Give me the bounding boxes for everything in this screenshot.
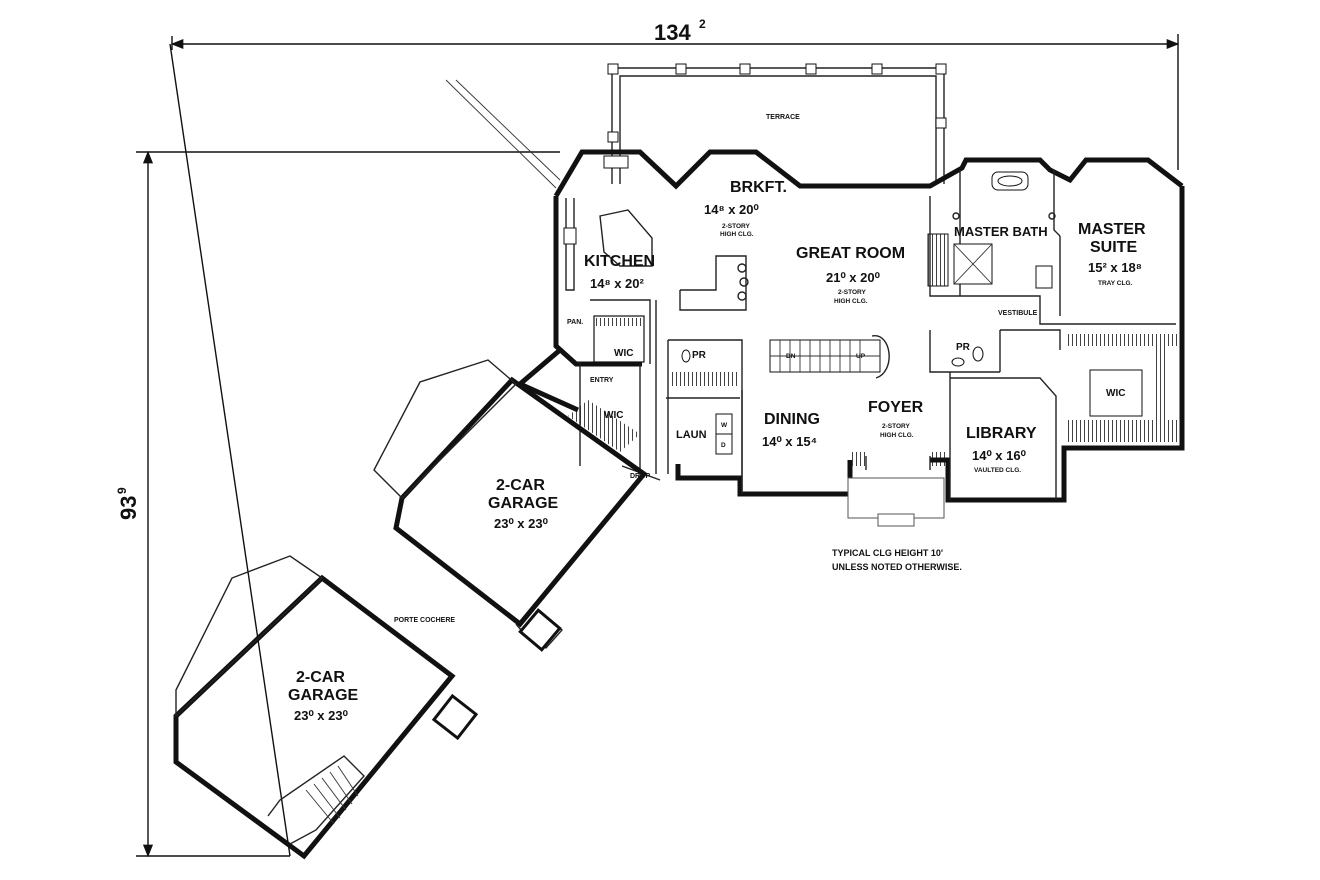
kitchen-size: 14⁸ x 20² [590,276,645,291]
depth-dimension-label: 93 9 [115,487,141,520]
width-dimension-label: 134 2 [654,17,706,45]
garage-1-size: 23⁰ x 23⁰ [494,516,549,531]
master-suite-label-1: MASTER [1078,221,1146,238]
library-label: LIBRARY [966,425,1037,442]
stair-down-label: DN [786,353,796,360]
dining-label: DINING [764,411,820,428]
house-walls [515,149,1185,527]
great-room-size: 21⁰ x 20⁰ [826,270,881,285]
width-dimension-sup: 2 [699,17,706,31]
master-suite-label-2: SUITE [1090,239,1137,256]
kitchen-label: KITCHEN [584,253,655,270]
porte-cochere-label: PORTE COCHERE [394,617,455,624]
wic-master-label: WIC [1106,388,1125,399]
washer-label: W [721,422,728,429]
room-labels: TERRACE BRKFT. 14⁸ x 20⁰ 2-STORY HIGH CL… [288,114,1146,723]
depth-dimension-sup: 9 [115,487,129,494]
laundry-label: LAUN [676,429,707,441]
ceiling-note-line-2: UNLESS NOTED OTHERWISE. [832,562,962,572]
garage-1-outline [373,359,648,652]
master-suite-size: 15² x 18⁸ [1088,260,1142,275]
wic-entry-label: WIC [604,410,623,421]
foyer-note-1: 2-STORY [882,423,910,430]
terrace-label: TERRACE [766,114,800,121]
ceiling-note: TYPICAL CLG HEIGHT 10' UNLESS NOTED OTHE… [832,548,962,572]
garage-2-label-1: 2-CAR [296,669,345,686]
master-suite-note: TRAY CLG. [1098,280,1133,287]
brkft-note-1: 2-STORY [722,223,750,230]
dining-size: 14⁰ x 15⁴ [762,434,817,449]
foyer-label: FOYER [868,399,924,416]
great-room-note-1: 2-STORY [838,289,866,296]
master-bath-label: MASTER BATH [954,224,1048,239]
pantry-label: PAN. [567,319,583,326]
drop-label: DROP [630,473,651,480]
garage-1-label-1: 2-CAR [496,477,545,494]
pr-vestibule-label: PR [956,342,971,353]
wic-kitchen-label: WIC [614,348,633,359]
terrace-outline [607,63,947,184]
library-size: 14⁰ x 16⁰ [972,448,1027,463]
stair-up-label: UP [856,353,866,360]
depth-dimension-value: 93 [116,496,141,520]
brkft-note-2: HIGH CLG. [720,231,754,238]
garage-1-label-2: GARAGE [488,495,559,512]
brkft-size: 14⁸ x 20⁰ [704,202,760,217]
garage-2-outline [173,555,479,860]
great-room-note-2: HIGH CLG. [834,298,868,305]
entry-label: ENTRY [590,377,614,384]
pr-laundry-label: PR [692,350,707,361]
vestibule-label: VESTIBULE [998,310,1038,317]
garage-2-size: 23⁰ x 23⁰ [294,708,349,723]
brkft-label: BRKFT. [730,179,787,196]
library-note: VAULTED CLG. [974,467,1021,474]
ceiling-note-line-1: TYPICAL CLG HEIGHT 10' [832,548,943,558]
dryer-label: D [721,442,726,449]
dimension-lines [136,34,1180,858]
foyer-note-2: HIGH CLG. [880,432,914,439]
great-room-label: GREAT ROOM [796,245,905,262]
width-dimension-value: 134 [654,20,691,45]
garage-2-label-2: GARAGE [288,687,359,704]
